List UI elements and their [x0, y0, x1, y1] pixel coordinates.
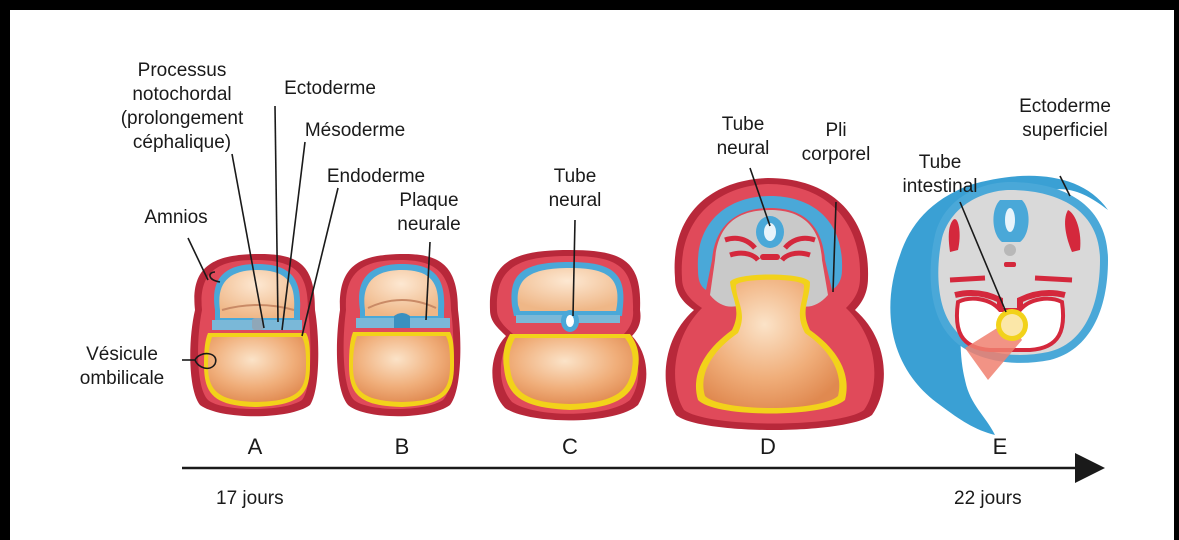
label-tube-neural-d-1: Tube — [722, 114, 765, 135]
embryo-stage-b — [337, 254, 460, 416]
label-pli-2: corporel — [802, 144, 871, 165]
label-tube-neural-c-1: Tube — [554, 166, 597, 187]
stage-letter-e: E — [993, 434, 1008, 459]
embryo-stage-d — [666, 178, 884, 430]
leader-endoderme — [302, 188, 338, 336]
stage-letter-c: C — [562, 434, 578, 459]
label-ectoderme: Ectoderme — [284, 78, 376, 99]
label-processus-4: céphalique) — [133, 132, 231, 153]
figure-frame: Processus notochordal (prolongement céph… — [10, 10, 1174, 540]
timeline: 17 jours 22 jours — [182, 468, 1100, 509]
stage-letter-b: B — [395, 434, 410, 459]
label-vesicule-1: Vésicule — [86, 344, 158, 365]
label-plaque-2: neurale — [397, 214, 460, 235]
label-tube-intestinal-1: Tube — [919, 152, 962, 173]
label-ectoderme-sup-2: superficiel — [1022, 120, 1108, 141]
timeline-end: 22 jours — [954, 488, 1022, 509]
label-amnios: Amnios — [144, 207, 207, 228]
timeline-start: 17 jours — [216, 488, 284, 509]
label-pli-1: Pli — [825, 120, 846, 141]
label-mesoderme: Mésoderme — [305, 120, 405, 141]
label-tube-neural-d-2: neural — [717, 138, 770, 159]
leader-amnios-line — [188, 238, 208, 280]
embryo-stage-e — [890, 176, 1108, 435]
stage-letter-a: A — [248, 434, 263, 459]
label-ectoderme-sup-1: Ectoderme — [1019, 96, 1111, 117]
label-endoderme: Endoderme — [327, 166, 425, 187]
stage-letters: A B C D E — [248, 434, 1008, 459]
label-tube-neural-c-2: neural — [549, 190, 602, 211]
label-plaque-1: Plaque — [399, 190, 458, 211]
label-vesicule-2: ombilicale — [80, 368, 164, 389]
stage-letter-d: D — [760, 434, 776, 459]
embryo-stage-c — [490, 250, 646, 420]
label-processus-2: notochordal — [132, 84, 231, 105]
label-processus-3: (prolongement — [121, 108, 244, 129]
label-processus-1: Processus — [138, 60, 227, 81]
embryo-folding-diagram: Processus notochordal (prolongement céph… — [10, 10, 1174, 540]
label-tube-intestinal-2: intestinal — [903, 176, 978, 197]
